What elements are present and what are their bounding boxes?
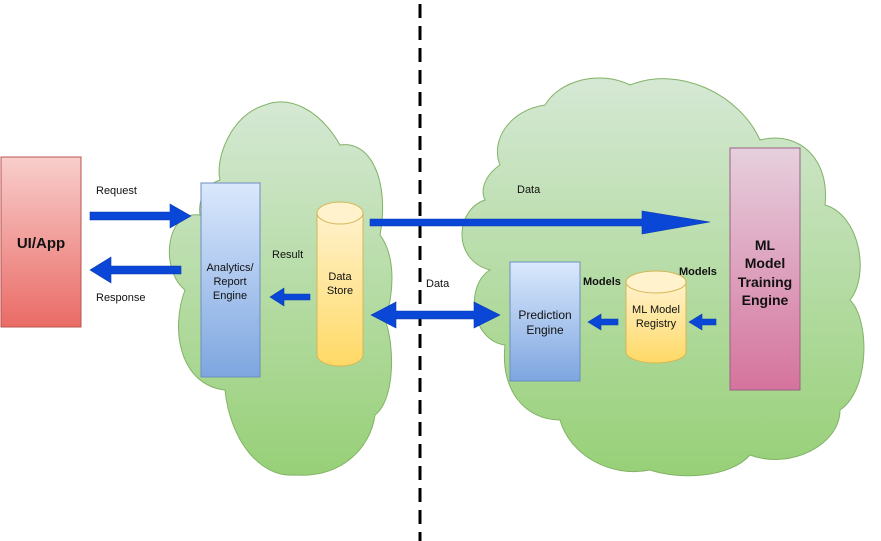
result-label: Result (272, 249, 303, 261)
analytics-engine-line-1: Analytics/ (206, 262, 254, 274)
data-store-cylinder[interactable]: Data Store (316, 201, 364, 367)
response-label: Response (96, 292, 146, 304)
ui-app-label: UI/App (17, 235, 65, 252)
training-engine-line-4: Engine (742, 292, 789, 308)
result-arrow (269, 287, 311, 307)
training-to-registry-arrow (688, 313, 717, 331)
prediction-engine-line-1: Prediction (518, 308, 571, 322)
ui-app-box[interactable]: UI/App (0, 156, 82, 328)
analytics-engine-line-3: Engine (213, 290, 247, 302)
ml-model-registry-cylinder[interactable]: ML Model Registry (625, 270, 687, 364)
data-store-line-1: Data (328, 271, 352, 283)
analytics-report-engine-box[interactable]: Analytics/ Report Engine (200, 182, 261, 378)
data-bidirectional-arrow (370, 301, 501, 329)
data-store-line-2: Store (327, 285, 353, 297)
registry-to-prediction-arrow (587, 313, 619, 331)
data-to-training-arrow (369, 210, 711, 235)
request-arrow (89, 203, 192, 229)
prediction-engine-box[interactable]: Prediction Engine (509, 261, 581, 382)
ml-training-engine-box[interactable]: ML Model Training Engine (729, 147, 801, 391)
models-to-prediction-label: Models (583, 276, 621, 288)
training-engine-line-3: Training (738, 274, 792, 290)
models-to-registry-label: Models (679, 266, 717, 278)
registry-line-2: Registry (636, 318, 677, 330)
prediction-engine-line-2: Engine (526, 323, 564, 337)
training-engine-line-1: ML (755, 237, 776, 253)
training-engine-line-2: Model (745, 255, 785, 271)
registry-line-1: ML Model (632, 304, 680, 316)
analytics-engine-line-2: Report (213, 276, 246, 288)
data-to-training-label: Data (517, 184, 541, 196)
request-label: Request (96, 185, 137, 197)
response-arrow (89, 256, 182, 284)
data-bidirectional-label: Data (426, 278, 450, 290)
